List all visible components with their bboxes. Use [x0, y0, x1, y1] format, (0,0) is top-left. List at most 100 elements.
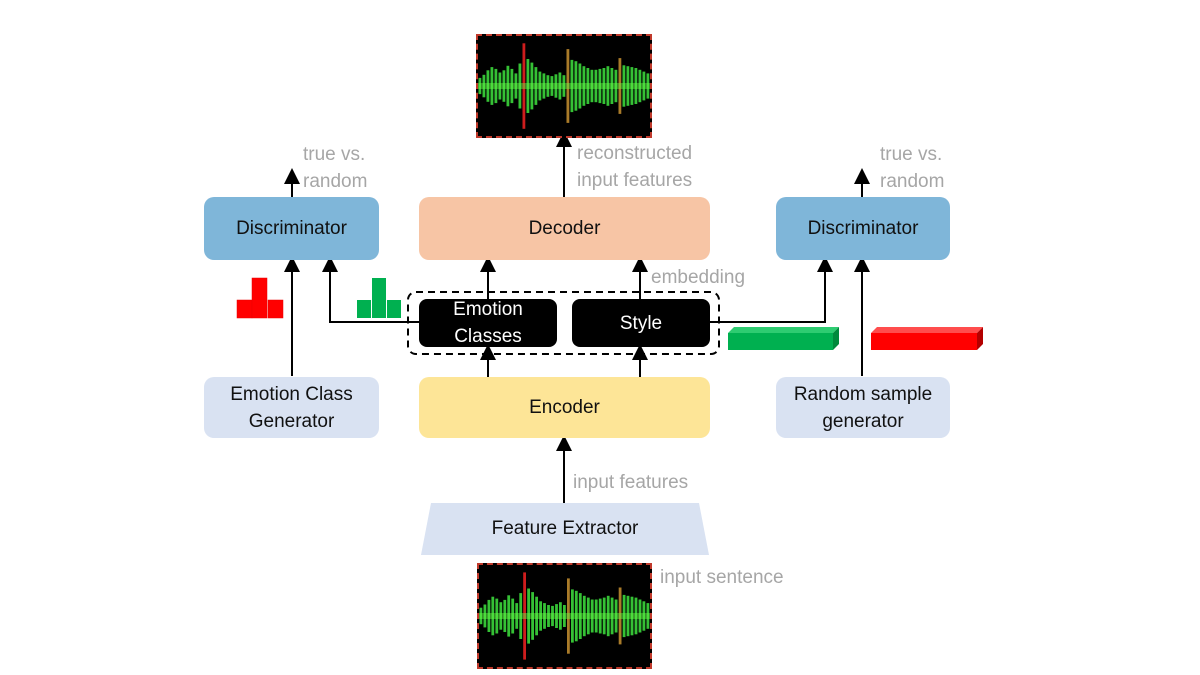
waveform-bar [630, 67, 634, 105]
waveform-bar [551, 605, 554, 627]
waveform-bar [610, 68, 614, 104]
waveform-bar [642, 71, 646, 101]
waveform-bar [511, 598, 515, 634]
audio-waveform-icon [478, 43, 650, 129]
waveform-bar [618, 58, 622, 114]
waveform-bar [507, 595, 511, 637]
waveform-bar [535, 596, 538, 636]
waveform-bar [487, 599, 491, 632]
waveform-bar [530, 62, 534, 110]
waveform-bar [594, 599, 598, 633]
waveform-bar [519, 593, 523, 639]
waveform-bar [614, 69, 618, 103]
input-spectrogram [477, 563, 652, 669]
discriminator-right-label: Discriminator [807, 218, 919, 239]
waveform-bar [542, 73, 546, 99]
waveform-bar [590, 599, 594, 633]
green-histogram-icon [357, 278, 401, 318]
waveform-bar [502, 70, 506, 102]
waveform-bar [518, 63, 522, 109]
waveform-bar [479, 607, 483, 625]
decoder-label: Decoder [528, 218, 601, 239]
emotion-class-generator: Emotion Class Generator [204, 377, 379, 438]
green-vector-icon [728, 327, 839, 350]
waveform-bar [495, 598, 499, 634]
waveform-bar [523, 572, 526, 660]
waveform-bar [618, 587, 622, 645]
emotion-classes-line2: Classes [454, 326, 522, 347]
waveform-bar [622, 65, 626, 107]
waveform-bar [638, 69, 642, 103]
discriminator-left: Discriminator [204, 197, 379, 260]
waveform-bar [554, 74, 558, 98]
random-sample-generator-line2: generator [822, 410, 904, 432]
feature-extractor-label: Feature Extractor [491, 518, 639, 539]
true-vs-random-right-label: true vs. random [880, 144, 945, 192]
waveform-bar [534, 67, 538, 105]
arrow-emotion-to-disc-left [322, 256, 420, 323]
waveform-bar [622, 594, 626, 638]
true-vs-random-left-label: true vs. random [303, 144, 368, 192]
waveform-bar [498, 72, 502, 100]
waveform-bar [634, 597, 638, 635]
waveform-bar [483, 604, 487, 628]
waveform-bar [531, 592, 534, 640]
input-sentence-label: input sentence [660, 567, 784, 588]
input-features-label: input features [573, 472, 689, 493]
style: Style [572, 299, 710, 347]
waveform-bar [571, 589, 574, 643]
waveform-bar [558, 72, 562, 100]
waveform-bar [478, 77, 482, 95]
emotion-class-generator-line2: Generator [248, 410, 335, 432]
random-sample-generator: Random sample generator [776, 377, 950, 438]
style-label: Style [619, 312, 663, 334]
waveform-bar [590, 69, 594, 103]
waveform-bar [610, 597, 614, 635]
red-histogram-icon [236, 277, 284, 319]
waveform-bar [598, 68, 602, 104]
waveform-bar [634, 68, 638, 104]
waveform-bar [602, 597, 606, 635]
waveform-bar [594, 69, 598, 103]
waveform-bar [570, 59, 574, 113]
waveform-bar [550, 76, 554, 96]
waveform-bar [626, 595, 630, 637]
red-vector-icon [871, 327, 983, 350]
waveform-bar [574, 61, 578, 111]
waveform-bar [559, 602, 562, 630]
waveform-bar [514, 73, 518, 99]
waveform-bar [482, 74, 486, 98]
waveform-bar [543, 603, 546, 629]
waveform-bar [538, 71, 542, 101]
waveform-bar [586, 68, 590, 104]
decoder: Decoder [419, 197, 710, 260]
waveform-bar [646, 73, 650, 99]
waveform-bar [598, 598, 602, 634]
waveform-bar [578, 593, 582, 639]
waveform-bar [539, 601, 542, 631]
waveform-bar [567, 578, 570, 654]
waveform-bar [606, 595, 610, 637]
waveform-bar [546, 75, 550, 97]
waveform-bar [499, 602, 503, 630]
waveform-bar [642, 601, 646, 631]
waveform-bar [606, 66, 610, 106]
waveform-bar [510, 68, 514, 104]
waveform-bar [491, 596, 495, 636]
feature-extractor: Feature Extractor [421, 503, 709, 555]
reconstructed-label: reconstructed input features [577, 143, 693, 191]
audio-waveform-icon [479, 572, 650, 660]
reconstructed-spectrogram [476, 34, 652, 138]
waveform-bar [578, 63, 582, 109]
encoder: Encoder [419, 377, 710, 438]
waveform-bar [555, 604, 558, 628]
encoder-label: Encoder [529, 397, 600, 418]
embedding-label: embedding [651, 267, 746, 288]
feature-extractor-shape [421, 503, 709, 555]
waveform-centerline [478, 83, 650, 89]
emotion-classes: Emotion Classes [419, 299, 557, 347]
emotion-classes-line1: Emotion [453, 299, 523, 320]
waveform-bar [526, 59, 530, 113]
waveform-bar [602, 68, 606, 104]
waveform-bar [646, 603, 650, 629]
